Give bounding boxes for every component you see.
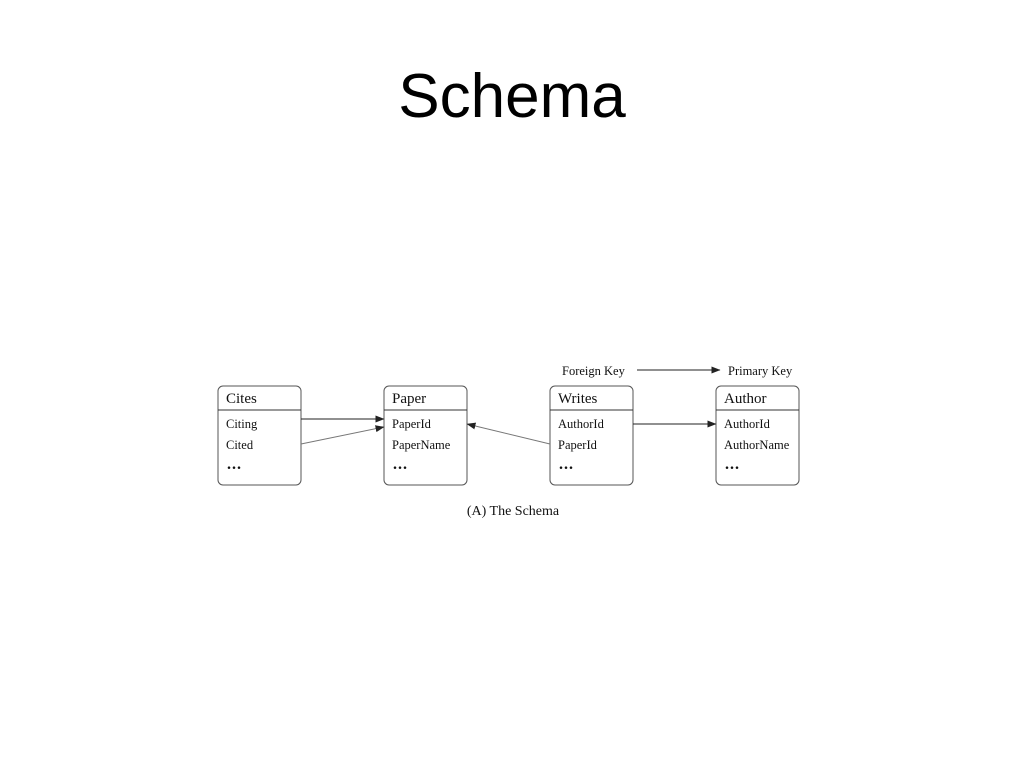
table-author-box <box>715 385 800 486</box>
table-author-field-authorid: AuthorId <box>724 417 771 431</box>
table-paper-field-papername: PaperName <box>392 438 451 452</box>
arrow-cited-to-paperid <box>300 425 385 445</box>
table-cites-name: Cites <box>226 391 257 407</box>
table-writes-field-paperid: PaperId <box>558 438 598 452</box>
table-paper: Paper PaperId PaperName ... <box>383 385 468 486</box>
legend-foreign-key-label: Foreign Key <box>562 364 626 378</box>
table-author: Author AuthorId AuthorName ... <box>715 385 800 486</box>
legend: Foreign Key Primary Key <box>562 364 793 378</box>
table-writes-box <box>549 385 634 486</box>
table-cites-more: ... <box>227 456 242 473</box>
table-cites-field-citing: Citing <box>226 417 258 431</box>
diagram-caption: (A) The Schema <box>467 504 560 519</box>
table-cites-field-cited: Cited <box>226 438 254 452</box>
relation-arrows <box>300 415 717 445</box>
table-cites-box <box>217 385 302 486</box>
table-author-name: Author <box>724 391 767 407</box>
slide-title: Schema <box>398 62 626 131</box>
table-cites: Cites Citing Cited ... <box>217 385 302 486</box>
table-writes-name: Writes <box>558 391 598 407</box>
table-paper-field-paperid: PaperId <box>392 417 432 431</box>
table-writes-field-authorid: AuthorId <box>558 417 605 431</box>
table-writes-more: ... <box>559 456 574 473</box>
table-author-more: ... <box>725 456 740 473</box>
table-writes: Writes AuthorId PaperId ... <box>549 385 634 486</box>
arrow-writes-paperid-to-paperid <box>466 422 551 445</box>
table-paper-box <box>383 385 468 486</box>
table-paper-name: Paper <box>392 391 426 407</box>
table-author-field-authorname: AuthorName <box>724 438 790 452</box>
table-paper-more: ... <box>393 456 408 473</box>
legend-primary-key-label: Primary Key <box>728 364 793 378</box>
